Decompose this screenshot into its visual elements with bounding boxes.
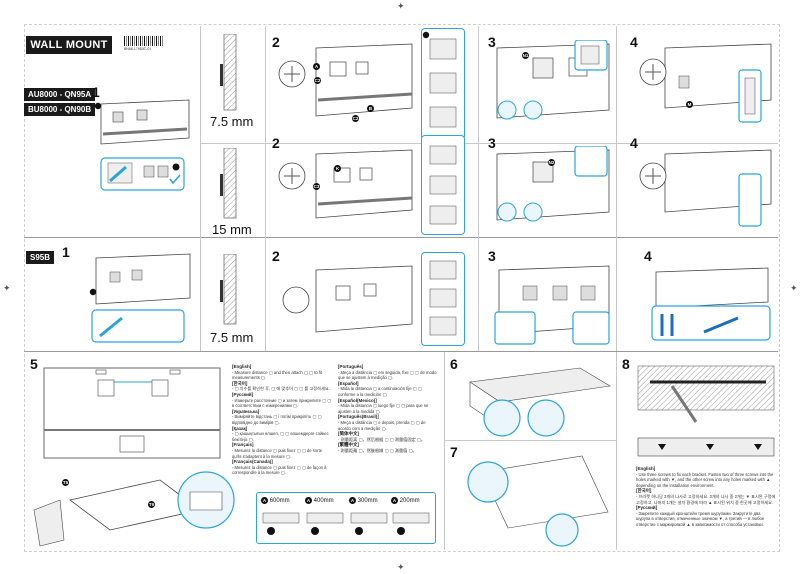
- vesa-option: A 600mm: [261, 497, 290, 505]
- divider-col-c: [478, 26, 479, 351]
- trim-frame: [24, 24, 780, 552]
- step-number: 4: [630, 34, 638, 50]
- step8-wall-plate-illustration: [637, 365, 775, 423]
- registration-mark-right: ✦: [790, 283, 798, 293]
- vesa-option: A 300mm: [349, 497, 378, 505]
- model-badge-s95b: S95B: [26, 251, 55, 264]
- vesa-option: A 400mm: [305, 497, 334, 505]
- step5-text-col1: [English]- Measure distance ▢ and then a…: [232, 364, 332, 476]
- step2-bracket-install-illustration-2: [278, 149, 413, 219]
- lang-block: [简体中文]- 测量距离 ▢，然后根据 ▢ ▢ 测量值固定 ▢。: [338, 431, 426, 442]
- model-badge-au8000: AU8000 - QN95A: [24, 88, 96, 101]
- lang-block: [Қазақ]- ▢ қашықтығын өлшеп, ▢ ▢ өлшемде…: [232, 425, 329, 442]
- step1-cover-removal-illustration: [100, 157, 185, 191]
- registration-mark-top: ✦: [397, 1, 405, 11]
- vesa-option: A 200mm: [391, 497, 420, 505]
- step1-tv-back-illustration: [94, 99, 190, 145]
- step8-text: [English]- Use three screws to fix each …: [636, 466, 776, 528]
- step2-detail-box: [421, 28, 465, 140]
- divider-row2: [24, 237, 778, 238]
- lang-block: [Русский]- Закрепите каждый кронштейн тр…: [636, 505, 765, 527]
- step5-vesa-measure-illustration: [43, 367, 221, 459]
- step7-illustration: [467, 455, 609, 547]
- s95b-step3-illustration: [494, 265, 610, 345]
- part-label-K: K: [334, 165, 341, 173]
- step-number: 3: [488, 34, 496, 50]
- page-title: WALL MOUNT: [26, 36, 112, 54]
- part-label-N2: N2: [548, 159, 555, 167]
- spacer-size-label: 15 mm: [212, 222, 252, 237]
- lang-block: [한국어]- 브라켓 하나당 3개의 나사로 고정하세요. 3개의 나사 중 2…: [636, 488, 776, 505]
- barcode-number: BN68-17983C-01: [124, 47, 152, 51]
- lang-block: [Русский]- Измерьте расстояние ▢ и затем…: [232, 391, 332, 409]
- step3-bracket-illustration: [496, 40, 610, 120]
- step-number: 5: [30, 356, 38, 372]
- divider-step6-7: [444, 440, 616, 441]
- step8-bracket-holes-illustration: [637, 437, 775, 457]
- lang-block: [繁體中文]- 測量距離 ▢，然後根據 ▢ ▢ 測量值 ▢。: [338, 442, 417, 453]
- registration-mark-left: ✦: [3, 283, 11, 293]
- step-number: 8: [622, 356, 630, 372]
- step-number: 1: [92, 84, 100, 100]
- registration-mark-bottom: ✦: [397, 562, 405, 572]
- lang-block: [Українська]- Виміряйте відстань ▢ і пот…: [232, 408, 322, 425]
- divider-row3-a: [444, 352, 445, 550]
- part-label-N1: N1: [522, 52, 529, 60]
- part-label-B: B: [367, 105, 374, 113]
- model-badge-bu8000: BU8000 - QN90B: [24, 103, 96, 116]
- lang-block: [English]- Use three screws to fix each …: [636, 466, 774, 488]
- part-label-T5: T5: [62, 479, 69, 487]
- lang-block: [Español(Mexico)]- Mida la distancia ▢ l…: [338, 397, 429, 414]
- spacer-profile-illustration-3: [220, 254, 237, 325]
- step5-bracket-attach-illustration: [33, 471, 235, 547]
- vesa-bracket-icons: [262, 512, 430, 535]
- spacer-size-label: 7.5 mm: [210, 330, 254, 345]
- part-label-C2: C2: [314, 77, 321, 85]
- step-number: 2: [272, 248, 280, 264]
- part-label-T6: T6: [148, 501, 155, 509]
- divider-col-b: [265, 26, 266, 351]
- spacer-profile-illustration-1: [220, 34, 237, 111]
- step-number: 6: [450, 356, 458, 372]
- step4-wall-mount-illustration: [639, 43, 772, 123]
- barcode: [124, 36, 164, 46]
- step-number: 4: [630, 135, 638, 151]
- step-number: 7: [450, 444, 458, 460]
- step-number: 1: [62, 244, 70, 260]
- s95b-step4-illustration: [651, 267, 771, 341]
- s95b-step2-detail-box: [421, 252, 465, 346]
- vesa-options-panel: A 600mm A 400mm A 300mm A 200mm: [256, 492, 436, 544]
- divider-row3: [24, 351, 778, 352]
- divider-row1: [200, 143, 778, 144]
- lang-block: [한국어]- ▢ 치수를 확인한 후, ▢ 에 맞추어 ▢ ▢ 를 고정하세요.: [232, 380, 330, 392]
- step-number: 4: [644, 248, 652, 264]
- spacer-profile-illustration-2: [220, 148, 237, 219]
- spacer-size-label: 7.5 mm: [210, 114, 254, 129]
- lang-block: [Português]- Meça a distância ▢ em segui…: [338, 364, 437, 381]
- lang-block: [Français]- Mesurez la distance ▢ puis f…: [232, 442, 323, 459]
- step4-wall-mount-illustration-2: [639, 149, 772, 227]
- s95b-step1-illustration: [89, 253, 191, 343]
- step2-bracket-install-illustration: [278, 43, 413, 117]
- step6-illustration: [469, 367, 611, 437]
- step2-detail-box-2: [421, 135, 465, 235]
- lang-block: [English]- Measure distance ▢ and then a…: [232, 364, 323, 381]
- lang-block: [Español]- Mida la distancia ▢ a continu…: [338, 380, 422, 397]
- divider-row3-b: [616, 352, 617, 550]
- step5-text-col2: [Português]- Meça a distância ▢ em segui…: [338, 364, 438, 454]
- divider-col-a: [200, 26, 201, 351]
- step-number: 3: [488, 135, 496, 151]
- step-number: 2: [272, 34, 280, 50]
- step-number: 3: [488, 248, 496, 264]
- lang-block: [Português(Brasil)]- Meça a distância ▢ …: [338, 414, 426, 431]
- part-label-M: M: [686, 101, 693, 109]
- part-label-C3: C3: [313, 183, 320, 191]
- divider-col-d: [616, 26, 617, 351]
- step3-bracket-illustration-2: [496, 146, 610, 222]
- part-label-A: A: [313, 63, 320, 71]
- s95b-step2-illustration: [282, 265, 413, 333]
- part-label-C2: C2: [352, 115, 359, 123]
- step-number: 2: [272, 135, 280, 151]
- lang-block: [Français(Canada)]- Mesurez la distance …: [232, 459, 327, 476]
